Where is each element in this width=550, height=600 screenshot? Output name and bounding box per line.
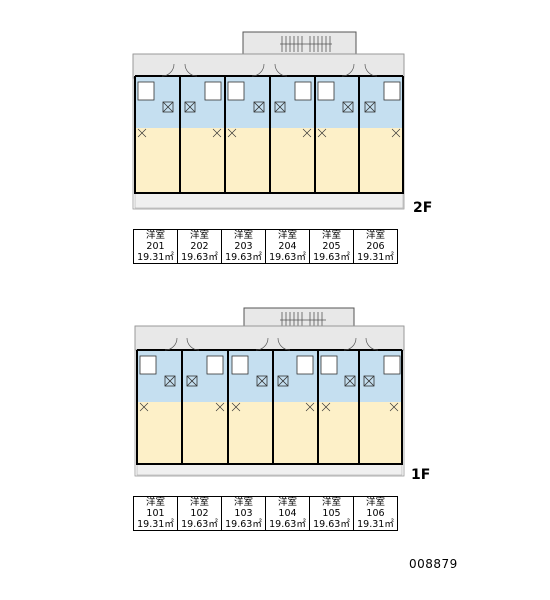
building-outline <box>134 325 405 477</box>
stair-icon <box>280 312 326 328</box>
stair-hall <box>242 31 357 55</box>
room-101 <box>137 402 182 464</box>
walls <box>134 75 404 194</box>
room-204 <box>270 128 314 193</box>
room-201 <box>135 128 179 193</box>
toilet-icons <box>164 375 375 387</box>
room-202 <box>180 128 224 193</box>
closet-marks <box>139 402 399 412</box>
door-arcs <box>161 63 378 77</box>
floor-plan-1f-drawing <box>134 307 405 477</box>
walls <box>136 349 403 465</box>
room-203 <box>225 128 269 193</box>
door-arcs <box>164 337 379 351</box>
toilet-icons <box>162 101 376 113</box>
room-205 <box>315 128 359 193</box>
stair-icon <box>280 36 332 52</box>
balcony <box>134 192 404 209</box>
room-106 <box>360 402 402 464</box>
room-102 <box>183 402 228 464</box>
corridor <box>134 325 405 351</box>
room-105 <box>319 402 359 464</box>
room-103 <box>229 402 273 464</box>
bath-icons <box>137 81 401 101</box>
terrace <box>136 463 403 476</box>
floor-label-1f: 1F <box>411 467 431 483</box>
floor-label-2f: 2F <box>413 200 433 216</box>
floor-plan-2f-drawing <box>132 31 405 210</box>
listing-code: 008879 <box>409 557 458 571</box>
room-206 <box>360 128 403 193</box>
closet-marks <box>137 128 401 138</box>
bath-icons <box>139 355 401 375</box>
room-104 <box>274 402 318 464</box>
